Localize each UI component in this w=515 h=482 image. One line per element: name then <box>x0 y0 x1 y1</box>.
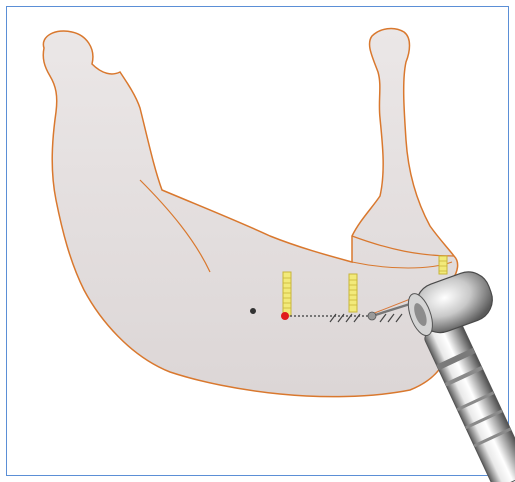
mandible-icon <box>43 29 457 397</box>
bone-screw-icon <box>439 256 447 274</box>
bone-screw-icon <box>349 274 357 312</box>
reference-dot <box>250 308 256 314</box>
bone-screw-icon <box>283 272 291 316</box>
start-point-marker <box>281 312 289 320</box>
